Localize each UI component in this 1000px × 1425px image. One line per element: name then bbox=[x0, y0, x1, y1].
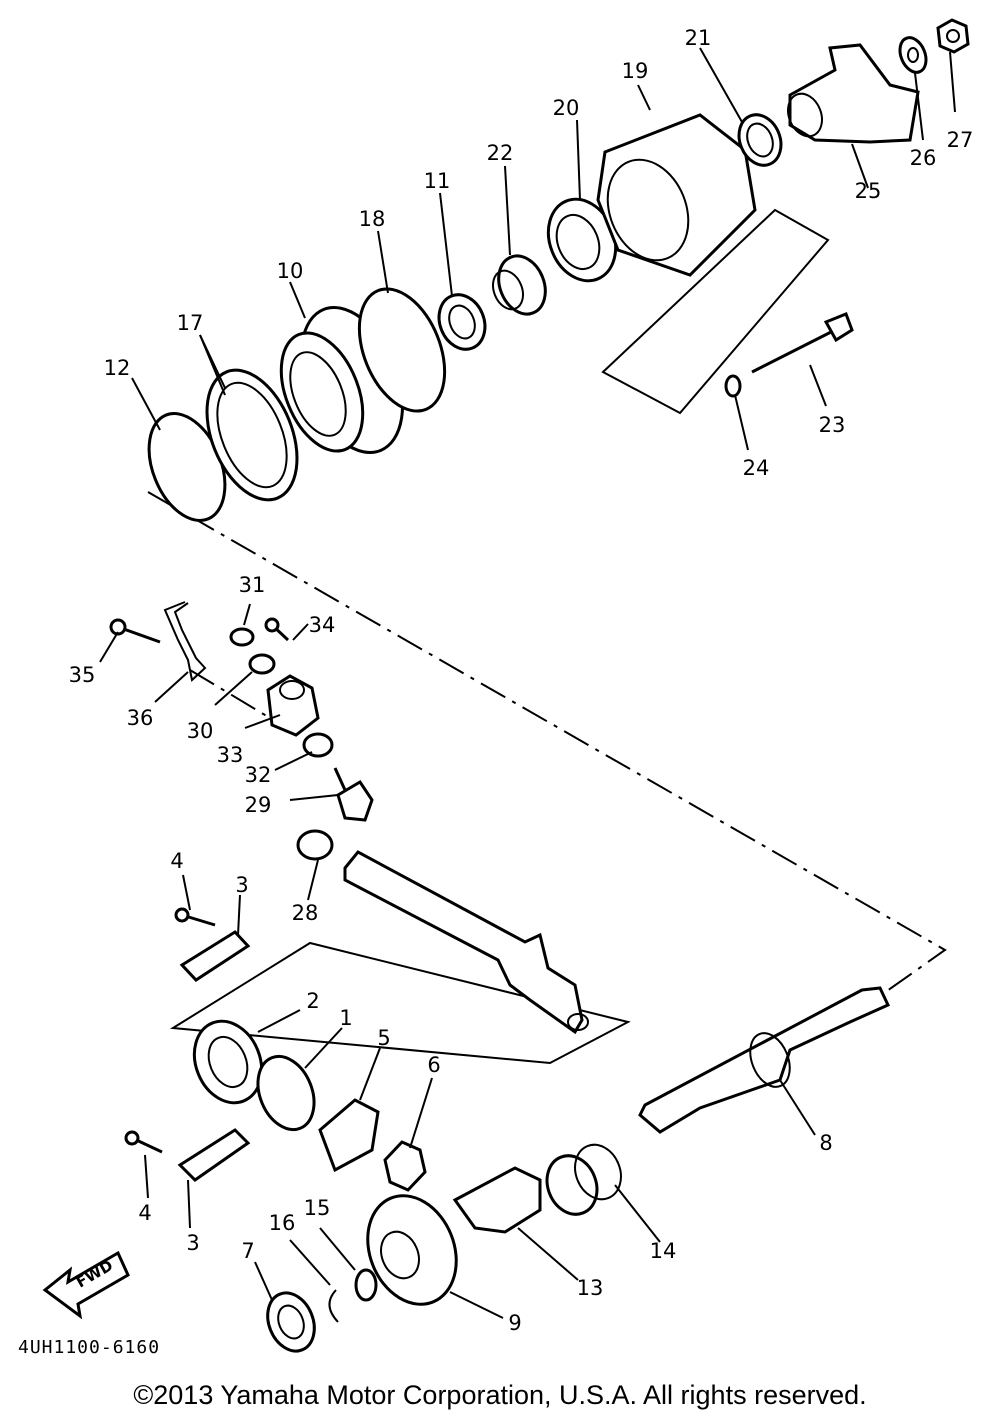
callout-28: 28 bbox=[292, 901, 319, 925]
callout-34: 34 bbox=[309, 613, 336, 637]
callout-25: 25 bbox=[855, 179, 882, 203]
callout-6: 6 bbox=[427, 1053, 440, 1077]
bolt-group-frame bbox=[601, 208, 830, 415]
callout-11: 11 bbox=[424, 169, 451, 193]
part-30-seal bbox=[248, 653, 276, 675]
part-31-washer bbox=[229, 627, 255, 647]
part-29-drive-gear bbox=[333, 767, 374, 822]
callout-30: 30 bbox=[187, 719, 214, 743]
part-28-driven-gear bbox=[296, 829, 334, 861]
callout-4-lower: 4 bbox=[138, 1201, 151, 1225]
callout-35: 35 bbox=[69, 663, 96, 687]
callout-5: 5 bbox=[377, 1026, 390, 1050]
part-20-bearing bbox=[546, 197, 618, 283]
diagram-code: 4UH1100-6160 bbox=[18, 1337, 160, 1358]
callout-23: 23 bbox=[819, 413, 846, 437]
callout-27: 27 bbox=[947, 128, 974, 152]
callout-31: 31 bbox=[239, 573, 266, 597]
callout-17: 17 bbox=[177, 311, 204, 335]
callout-19: 19 bbox=[622, 59, 649, 83]
callout-33: 33 bbox=[217, 743, 244, 767]
callout-4-upper: 4 bbox=[170, 849, 183, 873]
callout-9: 9 bbox=[508, 1311, 521, 1335]
part-21-oil-seal bbox=[737, 113, 783, 167]
part-25-coupling-yoke bbox=[787, 43, 920, 144]
part-4-bolt-lower bbox=[124, 1130, 163, 1154]
callout-8: 8 bbox=[819, 1131, 832, 1155]
part-14-spring bbox=[545, 1143, 622, 1216]
part-36-spring-clip bbox=[163, 601, 207, 682]
part-7-bearing bbox=[266, 1291, 316, 1353]
callout-36: 36 bbox=[127, 706, 154, 730]
callout-12: 12 bbox=[104, 356, 131, 380]
part-35-bolt bbox=[109, 618, 161, 644]
callout-14: 14 bbox=[650, 1239, 677, 1263]
callout-16: 16 bbox=[269, 1211, 296, 1235]
bearing-group-frame bbox=[169, 941, 631, 1065]
part-23-bolt bbox=[751, 312, 854, 374]
part-26-washer bbox=[898, 36, 928, 74]
callout-1: 1 bbox=[339, 1006, 352, 1030]
part-4-bolt-upper bbox=[174, 907, 216, 927]
callout-3-upper: 3 bbox=[235, 873, 248, 897]
middle-drive-shaft bbox=[343, 850, 589, 1035]
part-3-plate-upper bbox=[179, 930, 251, 982]
part-1-shim bbox=[256, 1054, 316, 1132]
part-32-o-ring bbox=[302, 732, 334, 758]
callout-7: 7 bbox=[241, 1239, 254, 1263]
callout-21: 21 bbox=[685, 26, 712, 50]
assembly-guide-line-main bbox=[147, 491, 947, 1011]
leader-lines bbox=[99, 47, 956, 1319]
part-19-gear-case bbox=[596, 113, 757, 277]
part-18-o-ring bbox=[357, 287, 447, 413]
fwd-arrow-icon: FWD bbox=[42, 1250, 130, 1320]
part-34-screw bbox=[264, 617, 290, 642]
part-17-gasket bbox=[205, 368, 299, 502]
callout-2: 2 bbox=[306, 989, 319, 1013]
part-15-shim bbox=[354, 1268, 378, 1302]
part-27-nut bbox=[936, 18, 970, 54]
callout-22: 22 bbox=[487, 141, 514, 165]
callout-26: 26 bbox=[910, 146, 937, 170]
part-33-gear-housing bbox=[266, 674, 320, 737]
callout-18: 18 bbox=[359, 207, 386, 231]
part-2-bearing bbox=[192, 1019, 264, 1105]
callout-3-lower: 3 bbox=[186, 1231, 199, 1255]
callout-13: 13 bbox=[577, 1276, 604, 1300]
part-8-output-shaft bbox=[638, 986, 891, 1134]
callout-10: 10 bbox=[277, 259, 304, 283]
part-24-washer bbox=[724, 374, 742, 398]
part-22-spacer bbox=[492, 254, 547, 316]
part-6-nut bbox=[383, 1140, 427, 1192]
part-3-plate-lower bbox=[177, 1128, 251, 1182]
callout-15: 15 bbox=[304, 1196, 331, 1220]
part-5-bevel-pinion bbox=[318, 1098, 380, 1173]
part-16-circlip bbox=[328, 1289, 339, 1323]
part-13-dog-clutch bbox=[452, 1166, 542, 1234]
callout-24: 24 bbox=[743, 456, 770, 480]
callout-20: 20 bbox=[553, 96, 580, 120]
part-9-ring-gear bbox=[366, 1194, 458, 1306]
callout-32: 32 bbox=[245, 763, 272, 787]
callout-29: 29 bbox=[245, 793, 272, 817]
copyright-notice: ©2013 Yamaha Motor Corporation, U.S.A. A… bbox=[133, 1380, 867, 1410]
